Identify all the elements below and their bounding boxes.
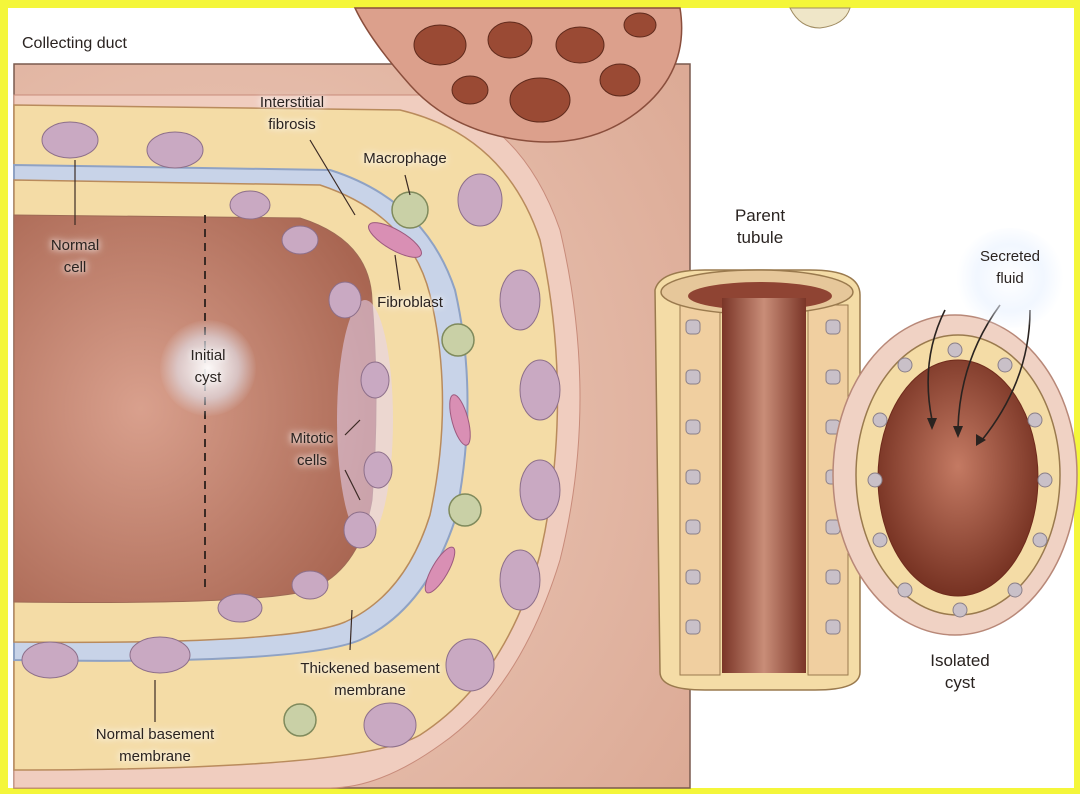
- label-thickened-basement-membrane: Thickened basement membrane: [270, 658, 470, 702]
- label-initial-cyst: Initial cyst: [158, 345, 258, 389]
- label-normal-cell: Normal cell: [20, 235, 130, 279]
- label-macrophage: Macrophage: [345, 148, 465, 170]
- isolated-cyst: [833, 315, 1077, 635]
- label-collecting-duct: Collecting duct: [22, 33, 127, 55]
- label-mitotic-cells: Mitotic cells: [262, 428, 362, 472]
- label-parent-tubule: Parent tubule: [710, 205, 810, 249]
- label-isolated-cyst: Isolated cyst: [905, 650, 1015, 694]
- label-normal-basement-membrane: Normal basement membrane: [70, 724, 240, 768]
- label-fibroblast: Fibroblast: [355, 292, 465, 314]
- label-secreted-fluid: Secreted fluid: [955, 246, 1065, 290]
- label-interstitial-fibrosis: Interstitial fibrosis: [232, 92, 352, 136]
- parent-tubule: [655, 270, 860, 690]
